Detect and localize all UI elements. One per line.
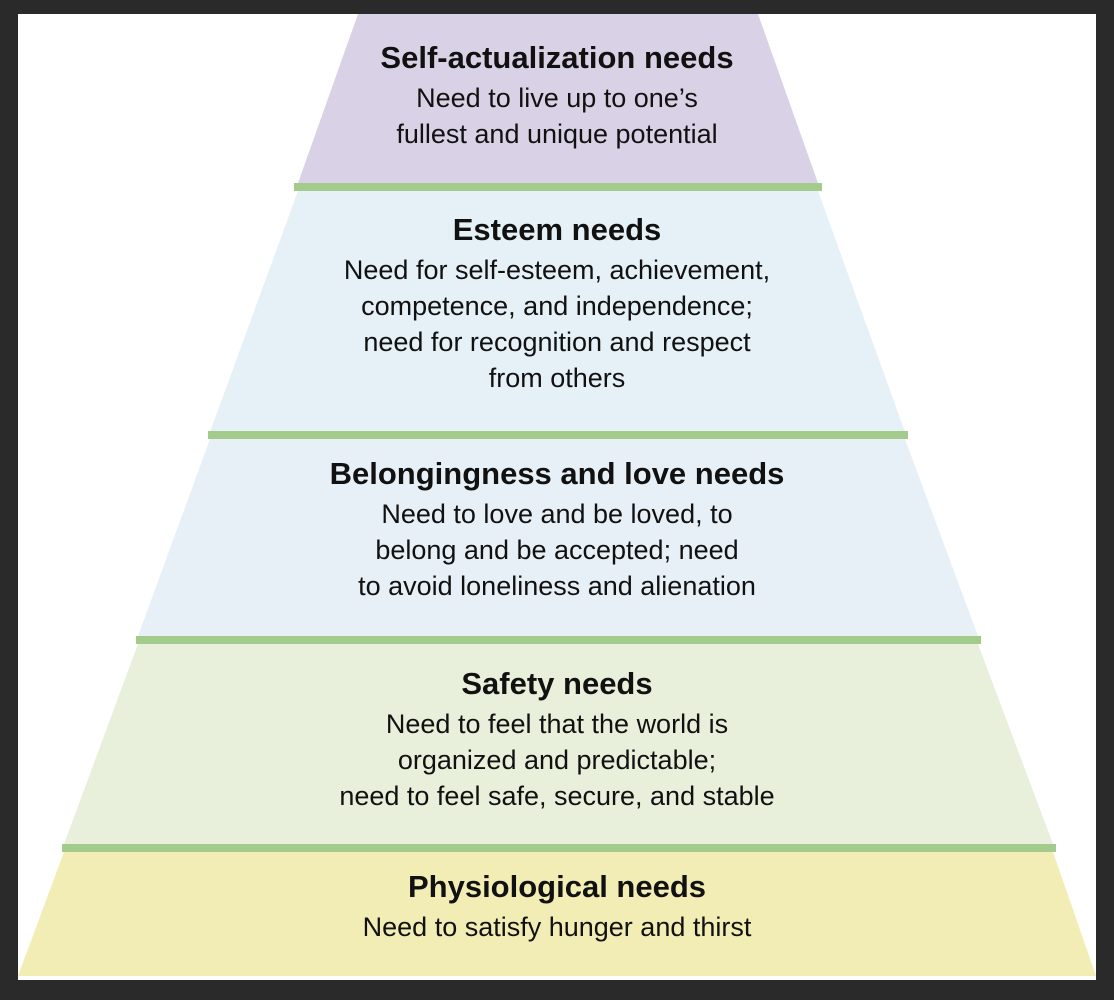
divider-2 [136,636,981,644]
tier-band-4 [18,852,1096,976]
tier-title: Self-actualization needs [380,40,734,75]
tier-desc-line: Need to satisfy hunger and thirst [362,912,752,942]
tier-self-actualization: Self-actualization needs Need to live up… [18,38,1096,152]
divider-1 [208,431,908,439]
tier-band-3 [64,644,1053,844]
tier-desc-line: from others [488,363,626,393]
pyramid [18,14,1096,976]
tier-desc-line: belong and be accepted; need [375,535,739,565]
tier-title: Physiological needs [407,869,707,904]
tier-desc-line: Need for self-esteem, achievement, [343,255,771,285]
tier-desc-line: Need to live up to one’s [416,83,698,113]
divider-3 [62,844,1056,852]
diagram-frame: Self-actualization needs Need to live up… [18,14,1096,980]
tier-desc-line: organized and predictable; [397,745,717,775]
tier-desc-line: need to feel safe, secure, and stable [339,781,775,811]
tier-desc-line: competence, and independence; [361,291,753,321]
tier-desc-line: Need to love and be loved, to [381,499,733,529]
tier-desc-line: to avoid loneliness and alienation [358,571,756,601]
tier-physiological: Physiological needs Need to satisfy hung… [18,867,1096,945]
tier-desc-line: fullest and unique potential [396,119,718,149]
tier-title: Esteem needs [452,212,662,247]
tier-title: Belongingness and love needs [329,456,785,491]
tier-safety: Safety needs Need to feel that the world… [18,664,1096,814]
tier-band-1 [210,191,905,432]
tier-belongingness: Belongingness and love needs Need to lov… [18,454,1096,604]
tier-desc-line: Need to feel that the world is [385,709,729,739]
tier-desc-line: need for recognition and respect [363,327,751,357]
tier-band-2 [138,439,978,636]
tier-band-0 [298,14,818,183]
tier-title: Safety needs [461,666,653,701]
divider-0 [294,183,822,191]
tier-esteem: Esteem needs Need for self-esteem, achie… [18,210,1096,396]
